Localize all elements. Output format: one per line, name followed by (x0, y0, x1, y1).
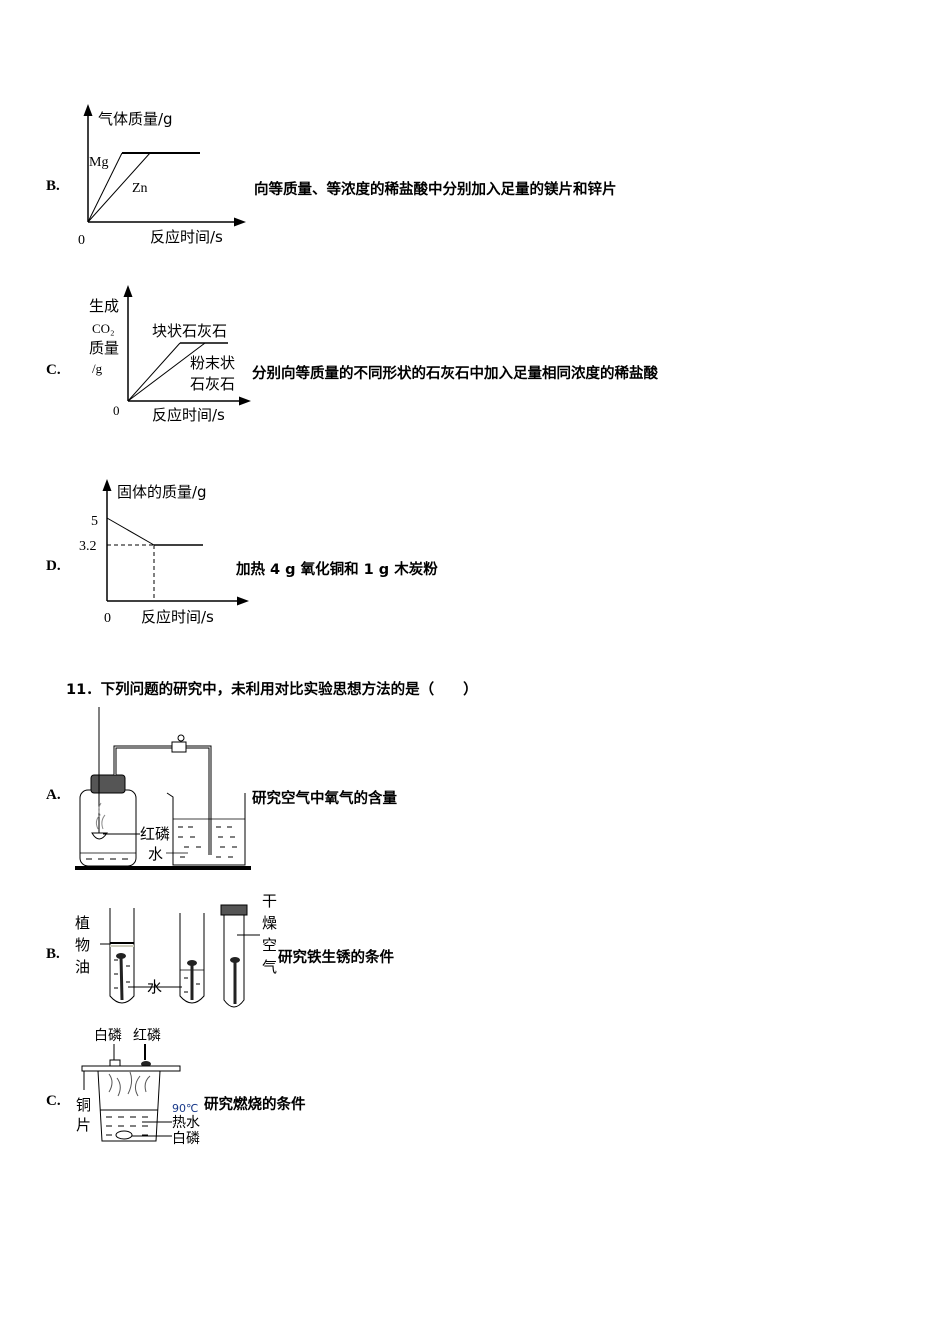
label-red-phosphorus-top: 红磷 (133, 1028, 161, 1044)
label-dry-air-3: 空 (262, 936, 277, 954)
chart-d-solid-mass: 固体的质量/g 5 3.2 0 反应时间/s (79, 479, 249, 626)
curve-label-zn: Zn (132, 181, 148, 196)
y-axis-label-line2: CO₂ (92, 321, 115, 336)
origin-label: 0 (113, 403, 120, 418)
label-white-phosphorus-bottom: 白磷 (172, 1131, 200, 1147)
curve-label-lump: 块状石灰石 (152, 322, 227, 340)
curve-label-powder-2: 石灰石 (190, 375, 235, 393)
y-axis-label: 气体质量/g (98, 110, 173, 128)
q11-option-b-description: 研究铁生锈的条件 (278, 950, 394, 966)
chart-c-co2-mass: 生成 CO₂ 质量 /g 块状石灰石 粉末状 石灰石 0 反应时间/s (89, 285, 251, 424)
y-axis-label-line1: 生成 (89, 297, 119, 315)
label-white-phosphorus-top: 白磷 (94, 1028, 122, 1044)
label-water: 水 (148, 845, 163, 863)
label-water: 水 (147, 978, 162, 996)
chart-b-gas-mass: 气体质量/g 反应时间/s 0 Mg Zn (78, 104, 246, 248)
combustion-apparatus: 白磷 红磷 铜 片 90℃ 热水 白磷 (76, 1028, 200, 1147)
label-dry-air-1: 干 (262, 892, 277, 910)
label-red-phosphorus: 红磷 (140, 825, 170, 843)
x-axis-label: 反应时间/s (141, 608, 214, 626)
x-axis-label: 反应时间/s (152, 406, 225, 424)
label-temperature: 90℃ (172, 1102, 198, 1115)
option-d-description: 加热 4 g 氧化铜和 1 g 木炭粉 (236, 562, 438, 578)
y-axis-label: 固体的质量/g (117, 483, 207, 501)
curve-label-mg: Mg (89, 155, 108, 170)
option-letter-b: B. (46, 178, 60, 194)
question-11-stem: 11．下列问题的研究中，未利用对比实验思想方法的是（ ） (66, 682, 478, 698)
label-hot-water: 热水 (172, 1115, 200, 1131)
label-copper-2: 片 (76, 1116, 91, 1134)
curve-label-powder-1: 粉末状 (190, 354, 235, 372)
iron-rust-apparatus: 植 物 油 水 干 燥 空 气 (75, 892, 277, 1008)
origin-label: 0 (78, 233, 85, 248)
y-axis-label-line4: /g (92, 361, 103, 376)
origin-label: 0 (104, 611, 111, 626)
option-c-description: 分别向等质量的不同形状的石灰石中加入足量相同浓度的稀盐酸 (252, 366, 658, 382)
oxygen-content-apparatus: 红磷 水 (75, 707, 251, 870)
label-dry-air-2: 燥 (262, 914, 277, 932)
option-letter-d: D. (46, 558, 61, 574)
y-axis-label-line3: 质量 (89, 339, 119, 357)
y-tick-5: 5 (91, 514, 98, 529)
label-copper-1: 铜 (76, 1096, 91, 1114)
label-veg-oil-2: 物 (75, 936, 90, 954)
q11-option-c-description: 研究燃烧的条件 (204, 1097, 306, 1113)
q11-option-letter-c: C. (46, 1093, 61, 1109)
option-b-description: 向等质量、等浓度的稀盐酸中分别加入足量的镁片和锌片 (254, 182, 617, 198)
y-tick-3-2: 3.2 (79, 539, 97, 554)
x-axis-label: 反应时间/s (150, 228, 223, 246)
q11-option-letter-a: A. (46, 787, 61, 803)
q11-option-a-description: 研究空气中氧气的含量 (252, 791, 397, 807)
q11-option-letter-b: B. (46, 946, 60, 962)
label-dry-air-4: 气 (262, 958, 277, 976)
label-veg-oil-3: 油 (75, 958, 90, 976)
label-veg-oil-1: 植 (75, 914, 90, 932)
option-letter-c: C. (46, 362, 61, 378)
